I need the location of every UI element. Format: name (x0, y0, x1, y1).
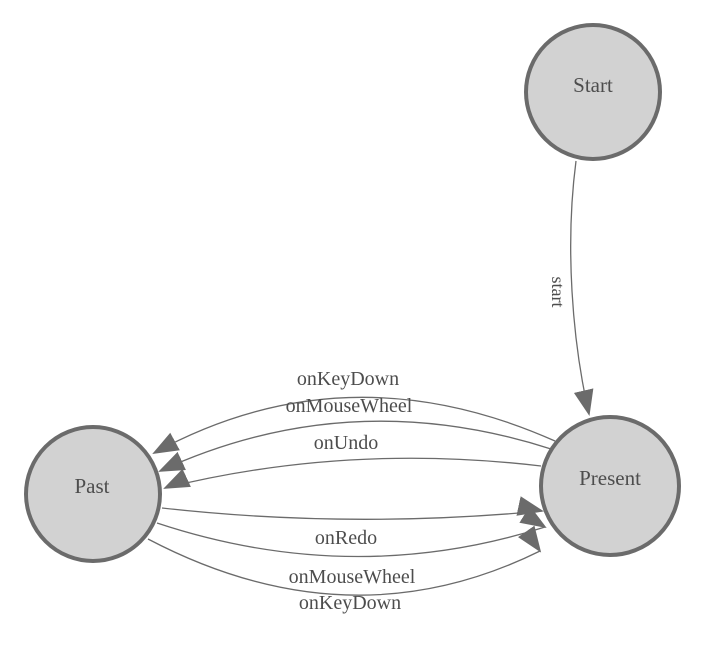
edge-line-onundo[interactable] (163, 457, 542, 489)
edge-start-to-present[interactable]: start (548, 160, 594, 416)
edge-label-onkeydown-upper: onKeyDown (297, 368, 399, 390)
node-start-circle[interactable] (524, 23, 662, 161)
edge-past-to-present-onkeydown[interactable]: onKeyDown (147, 525, 542, 614)
node-start-label: Start (573, 73, 613, 97)
edge-label-onkeydown-lower: onKeyDown (299, 592, 401, 614)
edge-past-to-present-onmousewheel[interactable]: onMouseWheel (156, 505, 547, 588)
edge-past-to-present-onredo[interactable]: onRedo (161, 496, 544, 549)
node-past-label: Past (74, 474, 109, 498)
edge-label-start: start (548, 277, 568, 308)
node-past-circle[interactable] (24, 425, 162, 563)
edge-line-onmousewheel-lower[interactable] (156, 505, 547, 558)
node-present-label: Present (579, 466, 641, 490)
edge-label-onmousewheel-lower: onMouseWheel (289, 566, 416, 588)
edge-present-to-past-onkeydown[interactable]: onKeyDown (152, 368, 556, 454)
node-start[interactable]: Start (524, 23, 662, 161)
edge-line-onmousewheel-upper[interactable] (158, 420, 552, 472)
edge-line-onredo[interactable] (161, 496, 544, 520)
edge-label-onundo: onUndo (314, 432, 378, 454)
node-present-circle[interactable] (539, 415, 681, 557)
edge-label-onredo: onRedo (315, 527, 377, 549)
edge-line-onkeydown-lower[interactable] (147, 525, 542, 596)
node-past[interactable]: Past (24, 425, 162, 563)
edge-present-to-past-onundo[interactable]: onUndo (163, 432, 542, 489)
edge-label-onmousewheel-upper: onMouseWheel (286, 395, 413, 417)
node-present[interactable]: Present (539, 415, 681, 557)
edge-line-start[interactable] (570, 160, 594, 416)
edge-line-onkeydown-upper[interactable] (152, 396, 556, 454)
edge-present-to-past-onmousewheel[interactable]: onMouseWheel (158, 395, 552, 472)
